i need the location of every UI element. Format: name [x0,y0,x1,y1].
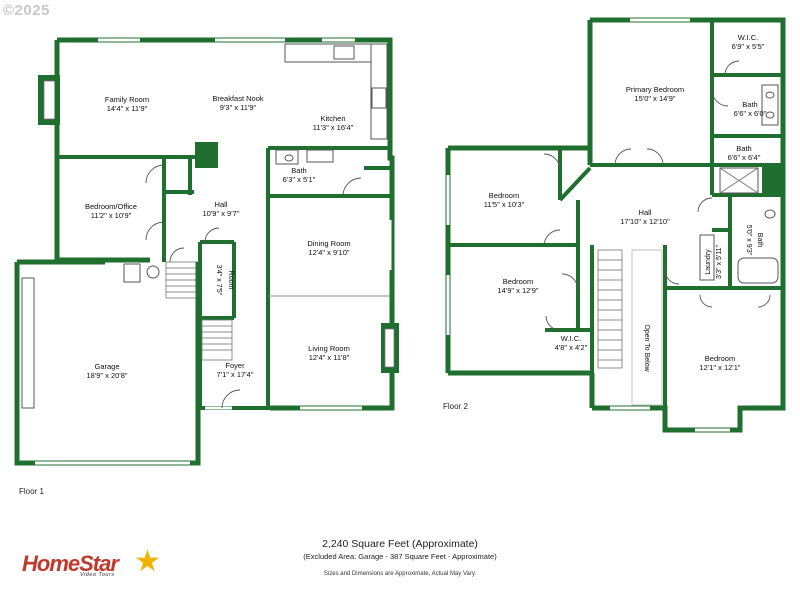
floor1-room-labels: Family Room 14'4" x 11'9" Breakfast Nook… [85,94,354,380]
total-square-feet: 2,240 Square Feet (Approximate) [322,538,478,550]
bath-primary2-name: Bath [736,144,751,153]
wic-b-dims: 4'8" x 4'2" [555,343,588,352]
bedroom-b-name: Bedroom [503,277,533,286]
floor2-stairs [597,249,623,369]
open-to-below-label: Open To Below [643,324,650,372]
floor1-plan [14,37,399,466]
bedroom-c-name: Bedroom [705,354,735,363]
kitchen-dims: 11'3" x 16'4" [313,123,354,132]
garage-name: Garage [94,362,119,371]
wic-b-name: W.I.C. [561,334,581,343]
living-room-name: Living Room [308,344,350,353]
room-dims: 3'4" x 7'5" [215,265,222,296]
logo-tagline: Video Tours [80,572,115,578]
floor1-stairs [165,261,233,361]
family-room-dims: 14'4" x 11'9" [107,104,148,113]
logo-name: HomeStar [22,551,119,576]
bath-hall-name: Bath [756,233,763,248]
hall-f1-dims: 10'9" x 9'7" [203,209,240,218]
bedroom-office-dims: 11'2" x 10'9" [91,211,132,220]
bath-hall-dims: 5'0" x 9'3" [745,225,752,256]
dining-room-dims: 12'4" x 9'10" [308,248,349,257]
bedroom-b-dims: 14'9" x 12'9" [497,286,538,295]
laundry-name: Laundry [705,249,712,275]
room-name: Room [227,271,234,290]
bath-f1-dims: 6'3" x 5'1" [283,175,316,184]
hall-f1-name: Hall [215,200,228,209]
bedroom-a-name: Bedroom [489,191,519,200]
kitchen-name: Kitchen [320,114,345,123]
homestar-logo: HomeStar ★ Video Tours [22,547,172,581]
copyright-watermark: ©2025 [3,2,50,19]
hall-f2-name: Hall [639,208,652,217]
floor2-room-labels: W.I.C. 6'9" x 5'5" Primary Bedroom 15'0"… [484,33,767,373]
bath-primary-dims: 6'6" x 6'0" [734,109,767,118]
laundry-dims: 3'3" x 5'11" [716,244,723,278]
bedroom-a-dims: 11'5" x 10'3" [484,200,525,209]
family-room-name: Family Room [105,95,149,104]
floor2-plan [445,17,786,433]
kitchen-counter [284,43,372,63]
floor2-label: Floor 2 [443,402,468,411]
wic-primary-name: W.I.C. [738,33,758,42]
bedroom-office-name: Bedroom/Office [85,202,137,211]
wic-primary-dims: 6'9" x 5'5" [732,42,765,51]
floor1-label: Floor 1 [19,487,44,496]
primary-bedroom-dims: 15'0" x 14'9" [634,94,675,103]
bath-f1-name: Bath [291,166,306,175]
foyer-dims: 7'1" x 17'4" [217,370,254,379]
hall-f2-dims: 17'10" x 12'10" [620,217,670,226]
primary-bedroom-name: Primary Bedroom [626,85,684,94]
bath-primary2-dims: 6'6" x 6'4" [728,153,761,162]
breakfast-nook-dims: 9'3" x 11'9" [220,103,257,112]
star-icon: ★ [134,545,161,578]
excluded-area-note: (Excluded Area: Garage - 387 Square Feet… [303,552,497,561]
bath-primary-name: Bath [742,100,757,109]
living-room-dims: 12'4" x 11'8" [309,353,350,362]
dining-room-name: Dining Room [307,239,350,248]
breakfast-nook-name: Breakfast Nook [212,94,264,103]
disclaimer: Sizes and Dimensions are Approximate, Ac… [323,571,477,577]
bedroom-c-dims: 12'1" x 12'1" [699,363,740,372]
garage-dims: 18'9" x 20'8" [86,371,127,380]
foyer-name: Foyer [225,361,245,370]
